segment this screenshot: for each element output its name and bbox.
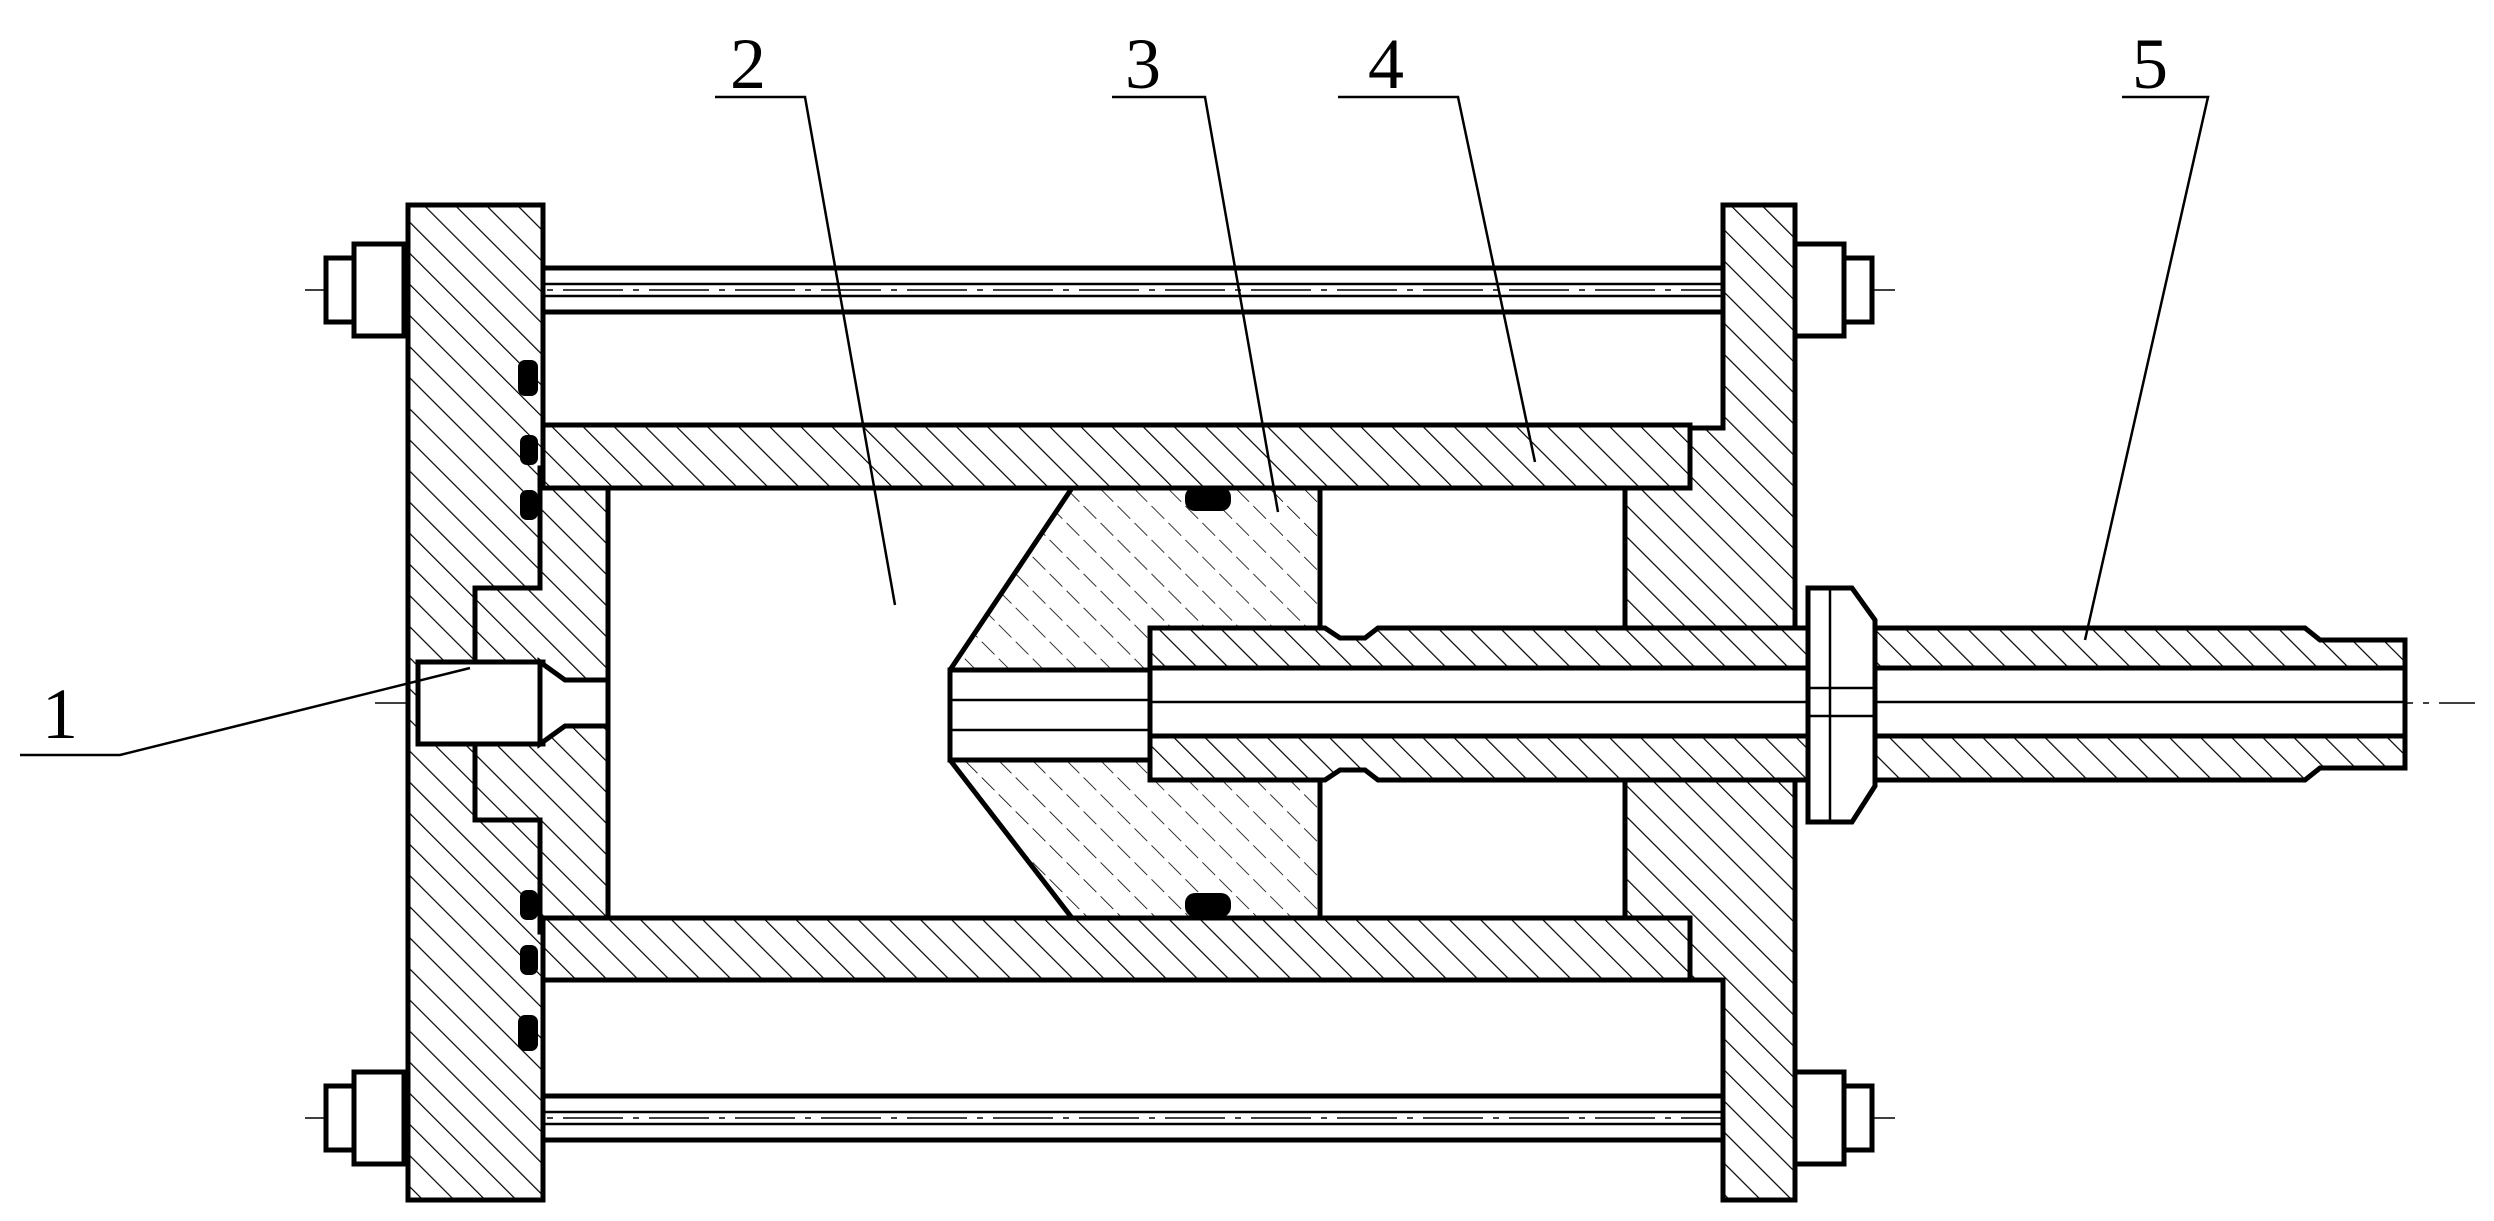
callout-label-2: 2	[730, 24, 766, 104]
callout-leaders	[20, 95, 2210, 757]
callout-label-4: 4	[1368, 24, 1404, 104]
nut-top-right	[1791, 241, 1875, 339]
nut-bottom-left	[323, 1069, 407, 1167]
callout-label-3: 3	[1125, 24, 1161, 104]
rod-collar	[1805, 585, 1878, 825]
piston-rod-part-5	[1147, 625, 2408, 783]
callout-label-1: 1	[42, 674, 78, 754]
cylinder-barrel-part-4	[540, 422, 1693, 983]
nut-bottom-right	[1791, 1069, 1875, 1167]
callout-label-5: 5	[2132, 24, 2168, 104]
tie-rod-bottom	[305, 1093, 1895, 1143]
nut-top-left	[323, 241, 407, 339]
piston-part-3	[947, 485, 1323, 921]
o-ring-seals	[518, 360, 1231, 1051]
die-insert-part-1	[415, 465, 611, 935]
